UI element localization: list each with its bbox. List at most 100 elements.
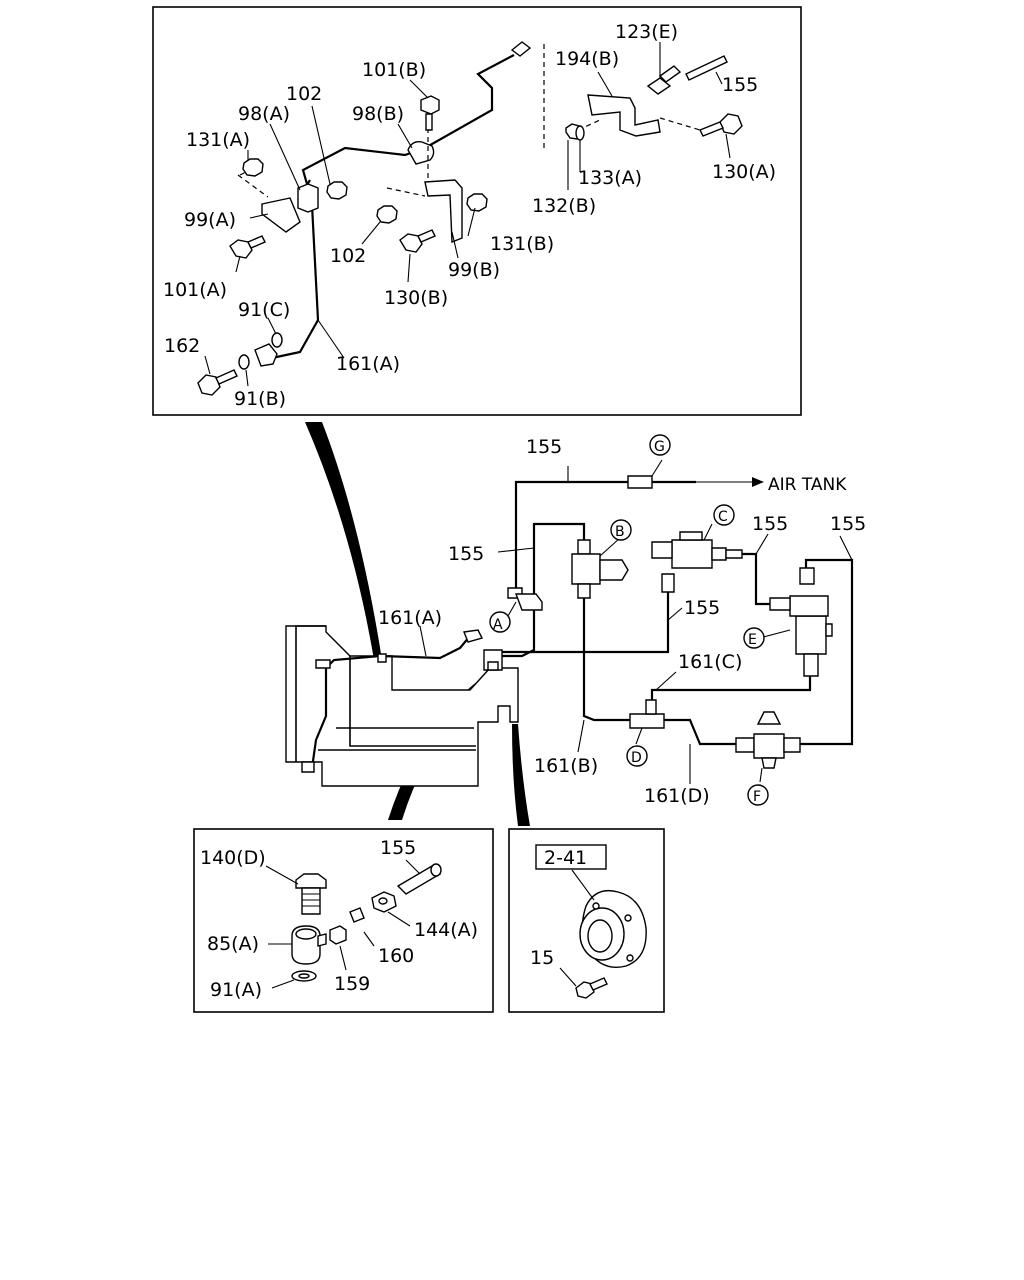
bracket-194b	[587, 94, 661, 137]
label-155-top: 155	[526, 436, 562, 458]
bolt-130a-shank	[699, 121, 724, 137]
bolt-130a-head	[719, 113, 743, 135]
valve-f-outlet	[783, 737, 801, 753]
fitting	[377, 653, 387, 663]
air-tank-arrow-head	[752, 477, 764, 487]
label-98b: 98(B)	[352, 103, 404, 125]
label-air-tank: AIR TANK	[768, 475, 847, 495]
label-130b: 130(B)	[384, 287, 448, 309]
bolt-101b-shank	[425, 113, 433, 131]
label-102-upper: 102	[286, 83, 322, 105]
bracket-99a	[261, 197, 301, 233]
sleeve-160	[349, 907, 365, 923]
valve-f-top	[756, 711, 782, 725]
pipe-161b	[582, 598, 634, 722]
bolt-140d-shank	[301, 887, 321, 915]
valve-b-bottom-fitting	[577, 583, 591, 599]
flange-hole	[626, 954, 634, 962]
pipe-155-end	[430, 863, 442, 877]
valve-e-body	[795, 615, 827, 655]
washer-91b	[238, 354, 250, 370]
label-133a: 133(A)	[578, 167, 642, 189]
valve-f-inlet	[735, 737, 755, 753]
bolt-162-shank	[215, 369, 238, 385]
label-101a: 101(A)	[163, 279, 227, 301]
tee-d-top	[645, 699, 657, 715]
valve-c-top	[679, 531, 703, 541]
label-161b: 161(B)	[534, 755, 598, 777]
washer-91a-hole	[298, 973, 310, 979]
pipe-161a-main	[310, 635, 471, 769]
pipe-161c	[650, 676, 812, 712]
pipe-161d	[664, 718, 736, 746]
valve-e-top-fitting	[799, 567, 815, 585]
callout-c	[713, 504, 735, 526]
callout-d-letter: D	[631, 750, 642, 766]
valve-e-head	[789, 595, 829, 617]
nut-144a-hole	[378, 897, 388, 905]
flange-hole	[624, 914, 632, 922]
washer-133a	[575, 125, 585, 141]
label-99a: 99(A)	[184, 209, 236, 231]
valve-f-body	[753, 733, 785, 759]
callout-b-letter: B	[615, 524, 625, 540]
pipe-155-mid	[502, 590, 670, 654]
label-161d: 161(D)	[644, 785, 710, 807]
label-161a: 161(A)	[336, 353, 400, 375]
label-159: 159	[334, 973, 370, 995]
label-155-right: 155	[830, 513, 866, 535]
leader-lines	[265, 859, 421, 989]
valve-c-body	[671, 539, 713, 569]
bolt-101a-shank	[247, 235, 266, 249]
leader-lines	[204, 42, 731, 387]
label-98a: 98(A)	[238, 103, 290, 125]
valve-e-side	[825, 623, 833, 637]
pipe-155-c	[742, 552, 770, 606]
valve-c-lower-fitting	[661, 573, 675, 593]
label-161c: 161(C)	[678, 651, 742, 673]
connector-123e-body	[658, 65, 682, 83]
label-162: 162	[164, 335, 200, 357]
transmission-edge	[295, 625, 326, 762]
valve-e-bottom-fitting	[803, 653, 819, 677]
label-91a: 91(A)	[210, 979, 262, 1001]
detail-top-panel: 123(E) 194(B) 155 101(B) 102 98(A) 98(B)…	[152, 6, 802, 416]
banjo-fitting	[254, 343, 278, 367]
pointer-swoosh-top	[305, 422, 382, 660]
pipe-end-fitting	[510, 41, 532, 57]
label-123e: 123(E)	[615, 21, 678, 43]
bolt-thread	[302, 893, 320, 907]
bolt-140d-head	[295, 873, 327, 889]
callout-d	[626, 745, 648, 767]
nut-102-upper	[326, 181, 348, 200]
label-91c: 91(C)	[238, 299, 290, 321]
clip-98a	[297, 183, 319, 213]
callout-c-letter: C	[718, 509, 728, 525]
label-155: 155	[380, 837, 416, 859]
label-155-left: 155	[448, 543, 484, 565]
callout-b	[610, 519, 632, 541]
valve-f-bottom	[761, 757, 777, 769]
label-194b: 194(B)	[555, 48, 619, 70]
callout-a-letter: A	[493, 617, 503, 633]
leader-lines	[419, 459, 853, 784]
fitting-g	[627, 475, 653, 489]
callout-e-letter: E	[748, 632, 757, 648]
washer-91c	[271, 332, 283, 348]
detail-fitting-panel: 140(D) 155 85(A) 144(A) 160 91(A) 159	[193, 828, 494, 1013]
tee-d	[629, 713, 665, 729]
valve-c-nut	[725, 549, 743, 559]
bolt-162-head	[197, 374, 221, 396]
guide-line	[386, 187, 426, 197]
label-160: 160	[378, 945, 414, 967]
label-161a: 161(A)	[378, 607, 442, 629]
callout-g	[649, 434, 671, 456]
pipe-155-piece	[685, 55, 728, 81]
guide-line	[237, 174, 269, 198]
clip-98b	[407, 140, 435, 165]
label-85a: 85(A)	[207, 933, 259, 955]
callout-f	[747, 784, 769, 806]
label-15: 15	[530, 947, 554, 969]
sleeve-159	[329, 925, 347, 945]
